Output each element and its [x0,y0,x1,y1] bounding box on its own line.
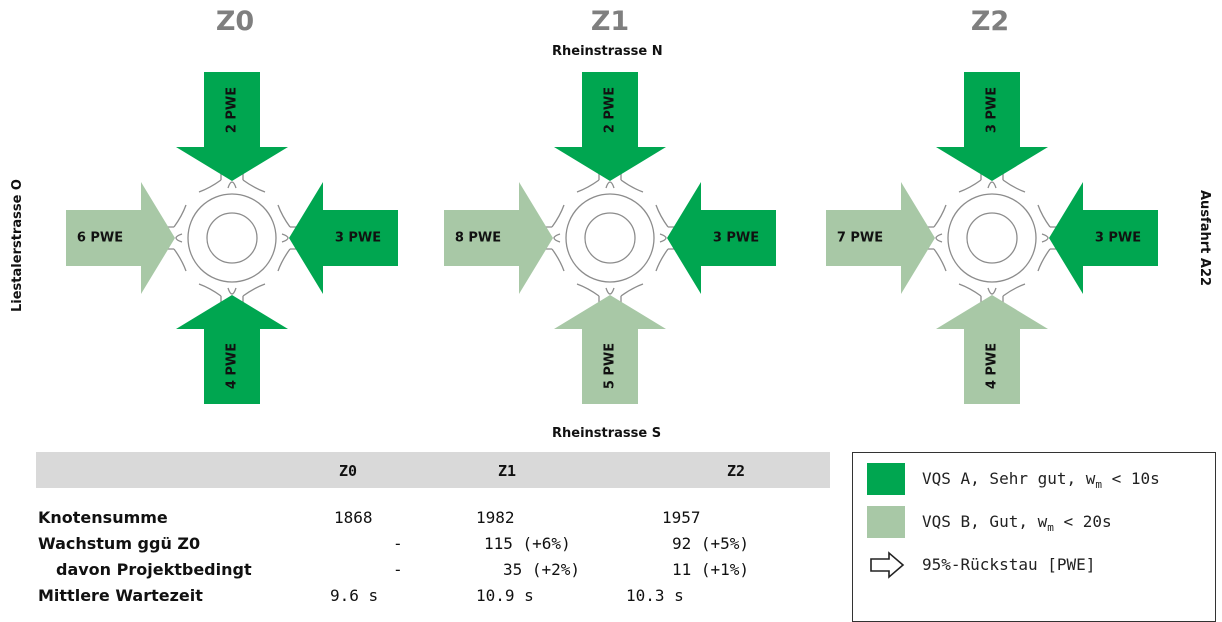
approach-arrow-west [826,182,935,294]
table-row: davon Projektbedingt - 35 (+2%) 11 (+1%) [36,556,830,582]
cell-z1: 115 (+6%) [484,534,571,553]
cell-z1: 1982 [476,508,515,527]
arrow-label-north: 2 PWE [225,87,240,133]
arrow-label-east: 3 PWE [335,231,381,246]
approach-arrow-west [444,182,553,294]
scenario-title-z0: Z0 [215,6,255,37]
approach-arrow-south [554,295,666,404]
arrow-label-west: 8 PWE [455,231,501,246]
outline-arrow-icon [870,551,905,579]
roundabout-z0: 2 PWE 4 PWE 6 PWE 3 PWE [66,72,398,404]
cell-z1: 35 (+2%) [503,560,581,579]
arrow-label-west: 6 PWE [77,231,123,246]
arrow-label-south: 5 PWE [603,343,618,389]
scenario-title-z2: Z2 [970,6,1010,37]
table-row: Knotensumme 1868 1982 1957 [36,504,830,530]
road-label-south: Rheinstrasse S [552,426,662,441]
cell-z0: 1868 [334,508,373,527]
table-header: Z0 Z1 Z2 [36,452,830,488]
arrow-label-east: 3 PWE [713,231,759,246]
cell-z2: 11 (+1%) [672,560,750,579]
approach-arrow-north [936,72,1048,181]
scenario-title-z1: Z1 [590,6,630,37]
arrow-label-north: 3 PWE [985,87,1000,133]
table-row: Mittlere Wartezeit 9.6 s 10.9 s 10.3 s [36,582,830,608]
cell-z1: 10.9 s [476,586,534,605]
row-label: davon Projektbedingt [56,560,252,579]
cell-z2: 10.3 s [626,586,684,605]
row-label: Wachstum ggü Z0 [38,534,201,553]
arrow-label-west: 7 PWE [837,231,883,246]
approach-arrow-south [176,295,288,404]
roundabout-island [206,212,258,264]
roundabout-z2: 3 PWE 4 PWE 7 PWE 3 PWE [826,72,1158,404]
roundabout-island [584,212,636,264]
legend-label-vqs-a: VQS A, Sehr gut, wm < 10s [922,469,1160,492]
row-label: Mittlere Wartezeit [38,586,203,605]
table-row: Wachstum ggü Z0 - 115 (+6%) 92 (+5%) [36,530,830,556]
cell-z0: 9.6 s [330,586,379,605]
legend-swatch-vqs-a [867,463,905,495]
arrow-label-south: 4 PWE [225,343,240,389]
approach-arrow-north [176,72,288,181]
road-label-north: Rheinstrasse N [552,44,663,59]
approach-arrow-south [936,295,1048,404]
roundabout-island [966,212,1018,264]
roundabout-z1: 2 PWE 5 PWE 8 PWE 3 PWE [444,72,776,404]
cell-z0: - [393,534,403,553]
cell-z2: 92 (+5%) [672,534,750,553]
legend-label-queue: 95%-Rückstau [PWE] [922,555,1096,574]
approach-arrow-north [554,72,666,181]
column-header-z0: Z0 [339,462,358,480]
approach-arrow-east [289,182,398,294]
approach-arrow-east [1049,182,1158,294]
approach-arrow-east [667,182,776,294]
arrow-label-south: 4 PWE [985,343,1000,389]
row-label: Knotensumme [38,508,168,527]
arrow-label-east: 3 PWE [1095,231,1141,246]
roundabout-diagrams: 2 PWE 4 PWE 6 PWE 3 PWE 2 PWE 5 PWE 8 PWE 3 PWE… [66,72,1158,404]
column-header-z1: Z1 [498,462,517,480]
cell-z0: - [393,560,403,579]
approach-arrow-west [66,182,175,294]
legend-label-vqs-b: VQS B, Gut, wm < 20s [922,512,1112,535]
results-table: Z0 Z1 Z2 Knotensumme 1868 1982 1957 Wach… [36,452,830,608]
column-header-z2: Z2 [727,462,746,480]
cell-z2: 1957 [662,508,701,527]
legend-swatch-vqs-b [867,506,905,538]
arrow-label-north: 2 PWE [603,87,618,133]
legend: VQS A, Sehr gut, wm < 10s VQS B, Gut, wm… [852,452,1216,622]
